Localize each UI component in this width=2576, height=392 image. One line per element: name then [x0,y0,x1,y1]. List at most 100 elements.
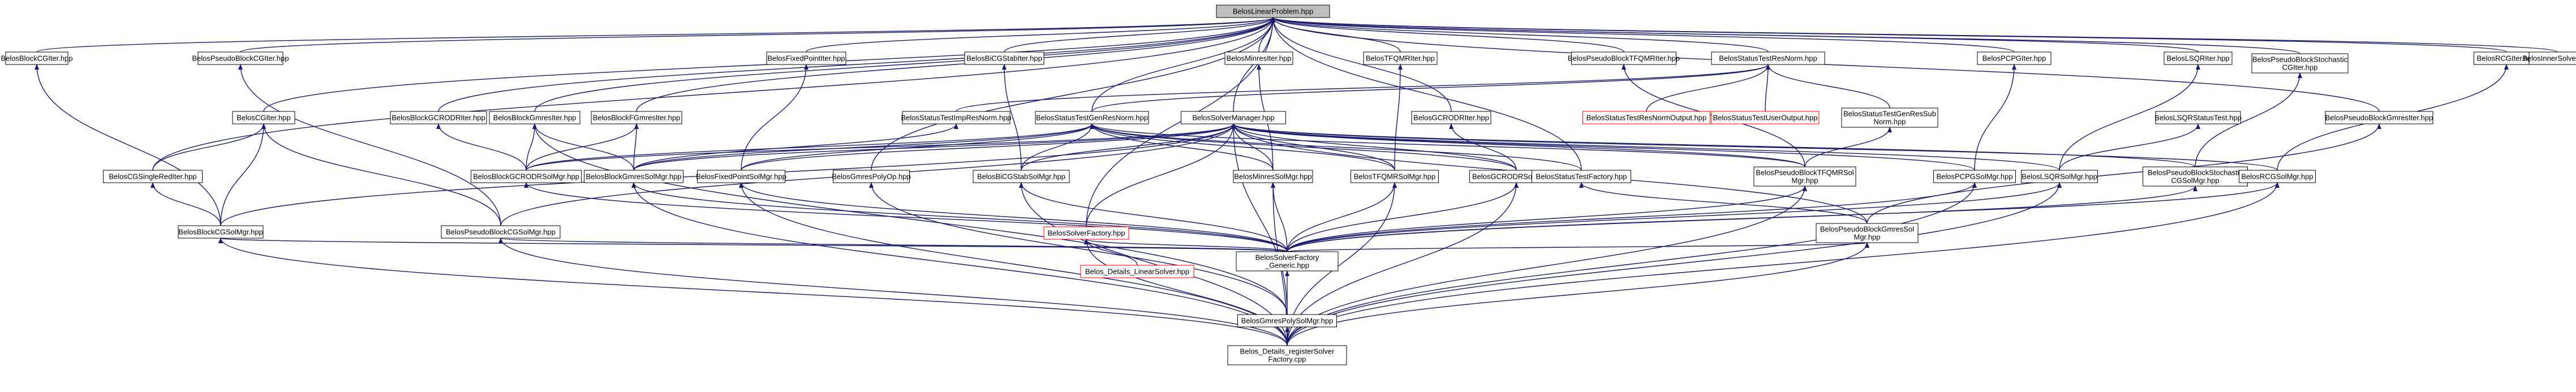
file-node-label: BelosBlockGCRODRSolMgr.hpp [473,173,579,181]
file-node[interactable]: BelosGmresPolyOp.hpp [832,170,911,183]
edge-n47-to-n28 [524,182,1288,252]
edge-n29-to-n8 [633,123,639,171]
file-node[interactable]: BelosPCPGSolMgr.hpp [1933,170,2016,183]
file-node[interactable]: BelosFixedPointSolMgr.hpp [696,170,786,183]
file-node-box [1841,107,1938,128]
edge-n15-to-n13 [1091,64,1770,112]
file-node-label: Mgr.hpp [1792,176,1818,185]
file-node-label: BelosMinresIter.hpp [1227,54,1292,63]
file-node[interactable]: BelosBlockGCRODRSolMgr.hpp [471,170,582,183]
file-node[interactable]: BelosStatusTestUserOutput.hpp [1711,111,1820,124]
file-node[interactable]: BelosPseudoBlockGmresIter.hpp [2325,111,2433,124]
file-node[interactable]: BelosTFQMRIter.hpp [1363,51,1438,65]
file-node[interactable]: BelosBlockFGmresIter.hpp [591,111,682,124]
edge-n33-to-n15 [1090,123,1274,171]
edge-n37-to-n15 [1090,123,1805,167]
file-node-box [833,170,910,183]
file-node[interactable]: BelosStatusTestResNorm.hpp [1711,51,1825,65]
file-node-box [2325,111,2433,124]
file-node-box [1977,51,2052,65]
edge-n48-to-n26 [1231,123,1288,315]
file-node-box [232,111,295,124]
file-node[interactable]: BelosLinearProblem.hpp [1216,5,1330,18]
file-node[interactable]: BelosBlockGmresIter.hpp [489,111,580,124]
edge-n45-to-n36 [1579,182,1868,224]
file-node-box [197,51,283,65]
edge-n28-to-n15 [526,123,1094,171]
file-node-label: BelosRCGIter.hpp [2477,54,2536,63]
file-node[interactable]: BelosBlockCGSolMgr.hpp [178,225,264,239]
edge-n49-to-n41 [1287,182,2280,346]
edge-n27-to-n3 [152,123,266,171]
file-node-label: BelosPseudoBlockGmresIter.hpp [2325,114,2433,122]
edge-n30-to-n15 [741,123,1094,171]
file-node-label: BelosRCGSolMgr.hpp [2241,173,2313,181]
file-node-label: BelosCGSingleRedIter.hpp [109,173,196,181]
file-node-label: BelosBiCGStabSolMgr.hpp [977,173,1065,181]
file-node[interactable]: BelosStatusTestFactory.hpp [1532,170,1631,183]
file-node-box [973,170,1070,183]
edge-n49-to-n37 [1287,186,1807,346]
edge-n27-to-root [152,17,1275,171]
file-node-box [103,170,203,183]
file-node-label: BelosStatusTestGenResNorm.hpp [1036,114,1148,122]
file-node[interactable]: BelosLSQRSolMgr.hpp [2021,170,2098,183]
edge-n49-to-n45 [1287,242,1869,346]
file-node[interactable]: Belos_Details_LinearSolver.hpp [1080,265,1194,278]
file-node[interactable]: BelosInnerSolver.hpp [2522,51,2576,65]
file-node-label: BelosSolverManager.hpp [1192,114,1274,122]
file-node[interactable]: BelosMinresIter.hpp [1224,51,1293,65]
edge-n34-to-n26 [1231,123,1395,171]
file-node[interactable]: BelosRCGIter.hpp [2474,51,2539,65]
edge-n35-to-n15 [1090,123,1517,171]
file-node-label: BelosPseudoBlockCGIter.hpp [192,54,289,63]
file-node[interactable]: BelosMinresSolMgr.hpp [1233,170,1313,183]
file-node[interactable]: BelosCGSingleRedIter.hpp [103,170,203,183]
file-node[interactable]: BelosPseudoBlockTFQMRIter.hpp [1568,51,1680,65]
file-node[interactable]: BelosBlockGCRODRIter.hpp [390,111,487,124]
file-node-box [766,51,846,65]
file-node[interactable]: BelosSolverFactory_Generic.hpp [1236,251,1339,272]
file-node[interactable]: BelosStatusTestGenResNorm.hpp [1035,111,1149,124]
file-node-box [471,170,582,183]
file-node[interactable]: BelosPseudoBlockCGIter.hpp [192,51,289,65]
file-node[interactable]: BelosSolverManager.hpp [1181,111,1286,124]
file-node[interactable]: BelosPCPGIter.hpp [1977,51,2052,65]
edge-n29-to-n14 [633,123,958,171]
file-node-label: BelosFixedPointIter.hpp [767,54,845,63]
edge-n12-to-root [1271,17,1624,53]
file-node[interactable]: BelosSolverFactory.hpp [1043,226,1129,240]
file-node[interactable]: BelosStatusTestResNormOutput.hpp [1582,111,1710,124]
file-node-box [1233,170,1313,183]
file-node[interactable]: BelosBiCGStabIter.hpp [964,51,1044,65]
file-node-box [2528,51,2576,65]
file-node[interactable]: BelosLSQRStatusTest.hpp [2154,111,2242,124]
file-node[interactable]: BelosBlockGmresSolMgr.hpp [584,170,683,183]
file-node[interactable]: BelosLSQRIter.hpp [2164,51,2233,65]
file-node[interactable]: BelosRCGSolMgr.hpp [2239,170,2316,183]
file-node[interactable]: BelosBlockCGIter.hpp [1,51,73,65]
edge-n42-to-n27 [150,182,221,226]
file-node-box [1363,51,1438,65]
file-node[interactable]: BelosStatusTestImpResNorm.hpp [901,111,1012,124]
file-node[interactable]: BelosCGIter.hpp [232,111,295,124]
file-node-label: BelosPCPGSolMgr.hpp [1936,173,2012,181]
edge-n19-to-root [1271,17,2015,53]
file-node-label: CGSolMgr.hpp [2171,176,2219,185]
file-node[interactable]: BelosTFQMRSolMgr.hpp [1351,170,1439,183]
file-node[interactable]: BelosBiCGStabSolMgr.hpp [973,170,1070,183]
file-node[interactable]: BelosPseudoBlockCGSolMgr.hpp [441,225,561,239]
file-node[interactable]: BelosFixedPointIter.hpp [766,51,846,65]
edge-n32-to-n15 [1021,123,1094,171]
file-node-label: BelosPseudoBlockGmresSol [1820,225,1914,234]
file-node[interactable]: BelosGmresPolySolMgr.hpp [1237,314,1337,328]
file-node-box [5,51,68,65]
edge-n49-to-n42 [218,238,1288,346]
file-node[interactable]: BelosGCRODRIter.hpp [1411,111,1491,124]
